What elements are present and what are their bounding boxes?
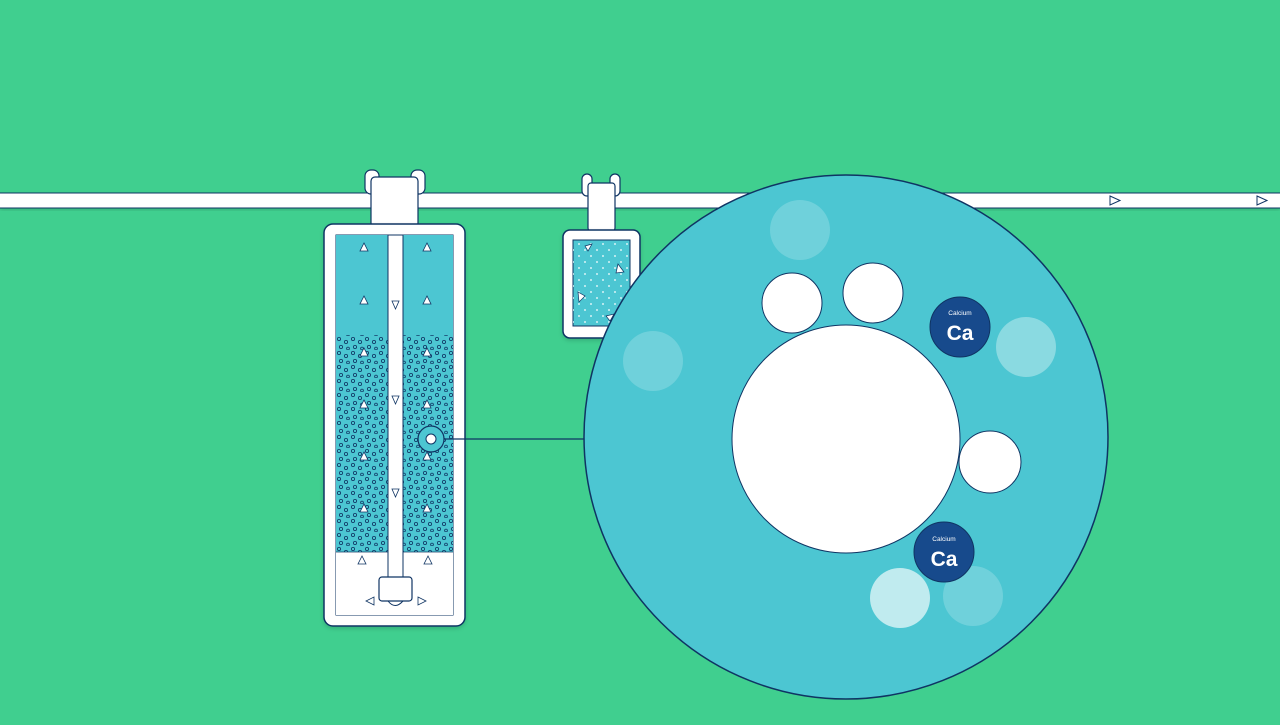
bubble-icon [842, 262, 904, 324]
resin-tank [323, 169, 466, 627]
calcium-ion: Calcium Ca [913, 521, 975, 583]
bubble-icon [623, 331, 683, 391]
bubble-icon [958, 430, 1022, 494]
resin-bead-core [731, 324, 961, 554]
bubble-icon [761, 272, 823, 334]
tank-valve-head [364, 169, 426, 228]
main-pipe [0, 192, 1280, 209]
calcium-ion-symbol: Ca [947, 322, 974, 345]
zoom-focus-marker [417, 425, 445, 453]
arrow-right-icon [1256, 195, 1269, 206]
bubble-icon [943, 566, 1003, 626]
zoom-view-resin-bead: Calcium Ca Calcium Ca [583, 174, 1109, 700]
arrow-right-icon [1109, 195, 1122, 206]
bubble-icon [870, 568, 930, 628]
calcium-ion-symbol: Ca [931, 548, 958, 571]
bubble-icon [996, 317, 1056, 377]
bubble-icon [770, 200, 830, 260]
calcium-ion-label: Calcium [948, 310, 971, 317]
calcium-ion: Calcium Ca [929, 296, 991, 358]
tank-flow-arrows [357, 242, 433, 606]
calcium-ion-label: Calcium [932, 536, 955, 543]
